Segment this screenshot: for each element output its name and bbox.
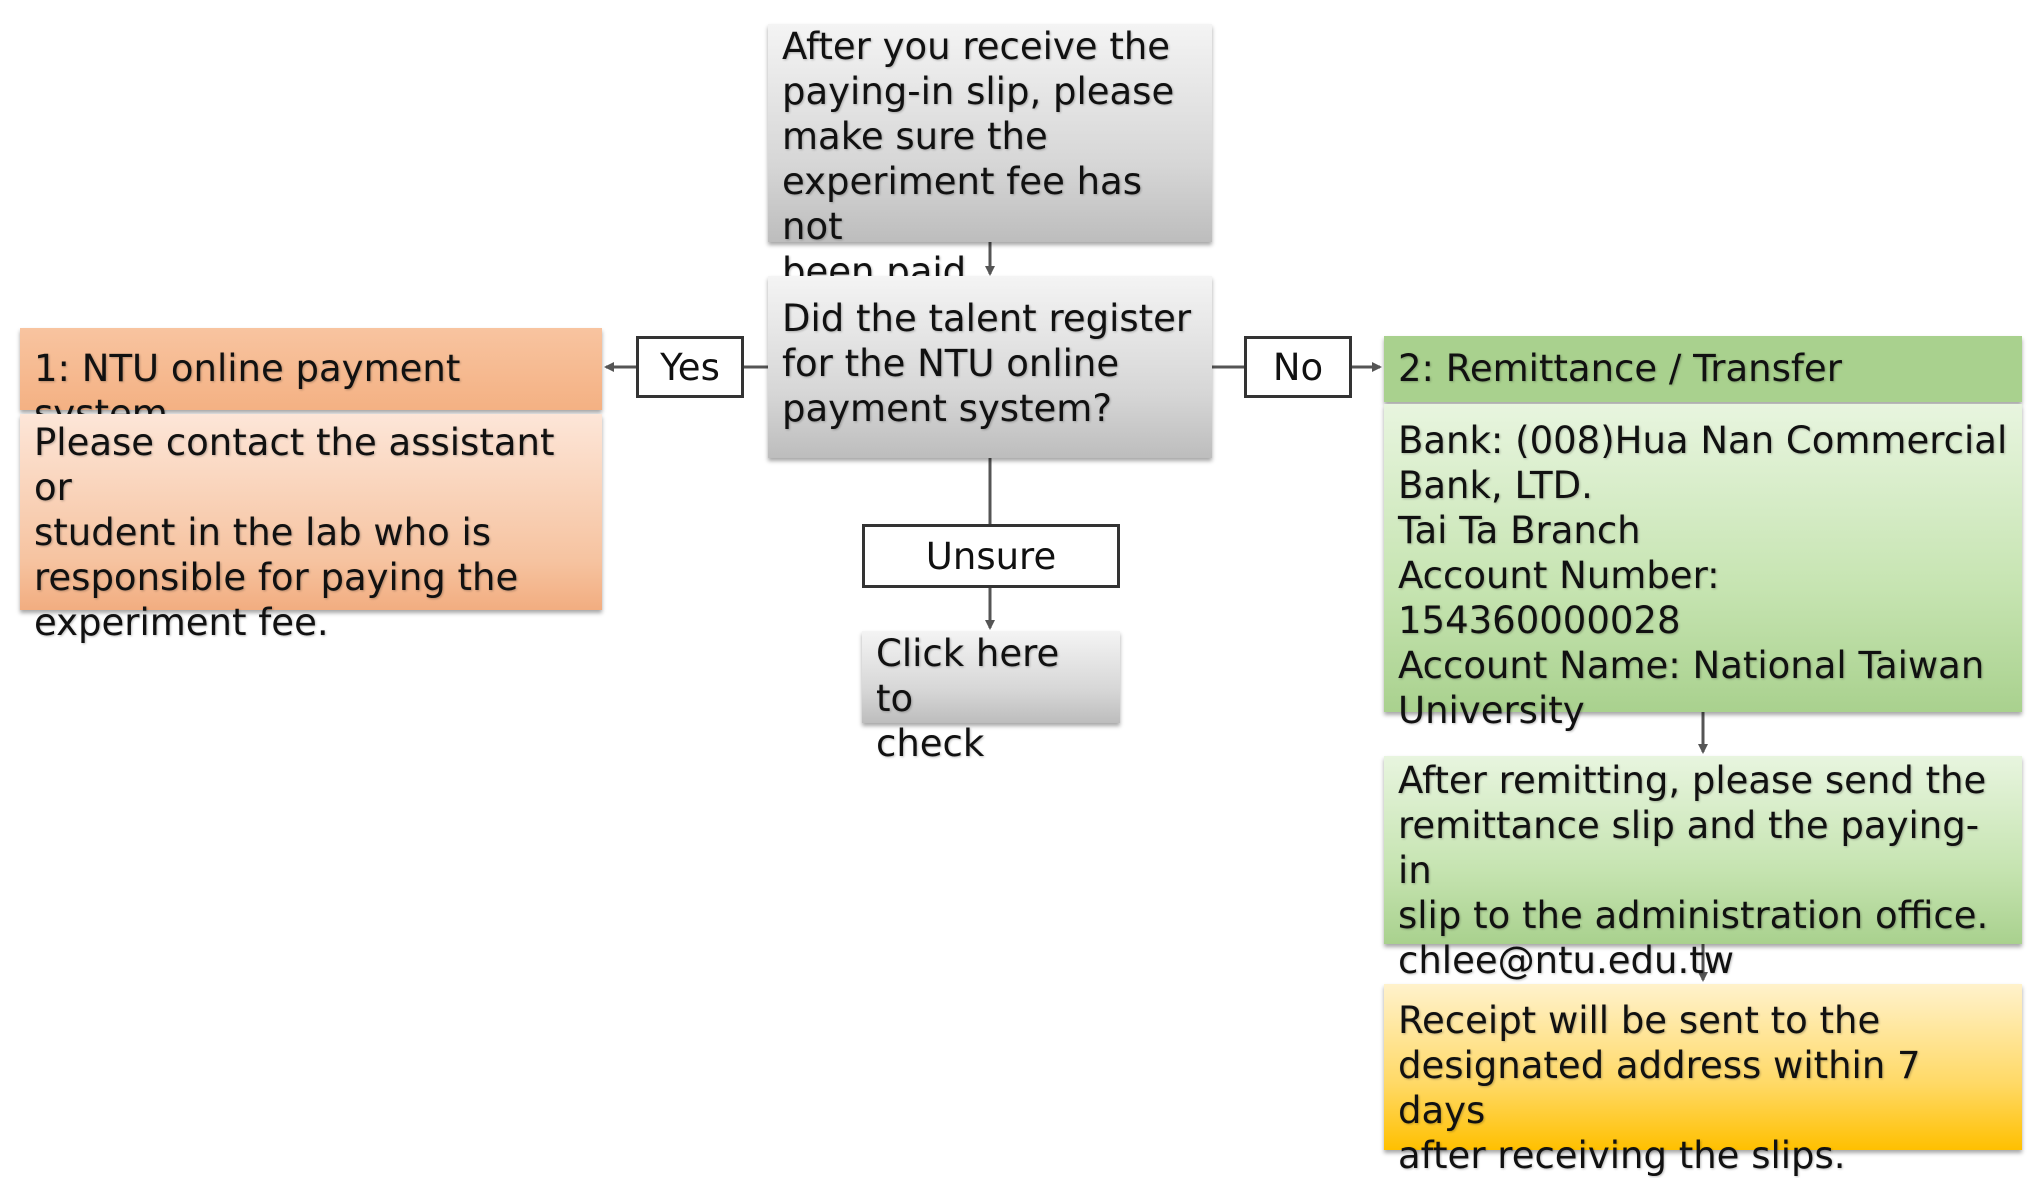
after-remit-box: After remitting, please send the remitta… [1384, 756, 2022, 982]
question-box: Did the talent register for the NTU onli… [768, 276, 1212, 458]
option2-header: 2: Remittance / Transfer [1384, 336, 2022, 402]
no-label: No [1244, 336, 1352, 398]
start-box-text: After you receive the paying-in slip, pl… [782, 25, 1175, 293]
yes-label: Yes [636, 336, 744, 398]
receipt-text: Receipt will be sent to the designated a… [1398, 999, 1921, 1177]
start-box: After you receive the paying-in slip, pl… [768, 24, 1212, 293]
check-link-box[interactable]: Click here to check [862, 631, 1120, 765]
option2-body: Bank: (008)Hua Nan Commercial Bank, LTD.… [1384, 404, 2022, 732]
option2-header-text: 2: Remittance / Transfer [1398, 347, 1842, 390]
receipt-box: Receipt will be sent to the designated a… [1384, 984, 2022, 1177]
option2-body-text: Bank: (008)Hua Nan Commercial Bank, LTD.… [1398, 419, 2008, 732]
unsure-label: Unsure [862, 524, 1120, 588]
option1-body: Please contact the assistant or student … [20, 414, 602, 644]
option1-header: 1: NTU online payment system [20, 328, 602, 435]
option1-body-text: Please contact the assistant or student … [34, 421, 555, 644]
question-box-text: Did the talent register for the NTU onli… [782, 297, 1192, 430]
check-link-text[interactable]: Click here to check [876, 632, 1060, 765]
after-remit-text: After remitting, please send the remitta… [1398, 759, 1989, 982]
